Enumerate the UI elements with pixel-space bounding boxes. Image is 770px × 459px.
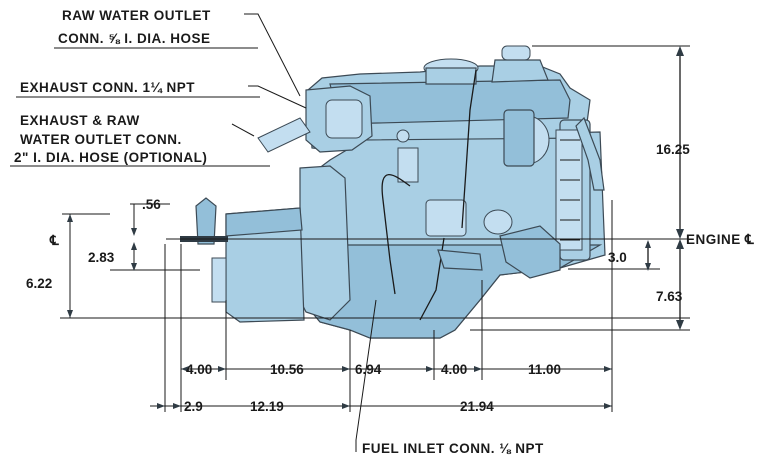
transmission-top <box>225 207 303 237</box>
dim-7-63-arrows <box>676 239 684 330</box>
dim-1056-text: 10.56 <box>270 362 304 377</box>
exhaust-elbow <box>257 117 311 153</box>
dim-763-text: 7.63 <box>656 289 683 304</box>
dim-400b-text: 4.00 <box>441 362 467 377</box>
fuel-pump <box>483 209 513 235</box>
exhaust-raw-label-line3: 2" I. DIA. HOSE (OPTIONAL) <box>14 150 207 165</box>
dim-30-text: 3.0 <box>608 250 627 265</box>
fuel-line <box>381 174 411 295</box>
fuel-inlet-leader <box>355 299 377 452</box>
injection-pump <box>425 199 467 237</box>
exhaust-leader <box>248 85 307 109</box>
engine-mount-front <box>437 249 483 271</box>
thermostat-housing <box>491 59 549 83</box>
engine-centerline-label: ENGINE ℄ <box>686 232 755 247</box>
fuel-filter-cap <box>396 129 410 143</box>
left-centerline-symbol: ℄ <box>49 233 60 248</box>
exhaust-raw-label-line1: EXHAUST & RAW <box>20 113 140 128</box>
pulley-ribs <box>560 139 580 241</box>
raw-water-label-line1: RAW WATER OUTLET <box>62 8 211 23</box>
fan-bracket <box>575 116 605 191</box>
raw-water-label-line2: CONN. ⅝ I. DIA. HOSE <box>58 31 211 46</box>
dim-056-text: .56 <box>142 197 161 212</box>
dim-1100-text: 11.00 <box>528 362 561 377</box>
dim-056-arrow <box>131 228 137 236</box>
pulley-belt <box>555 129 583 251</box>
alternator-body <box>503 109 535 167</box>
dim-1625-text: 16.25 <box>656 142 690 157</box>
breather-pipe <box>461 69 477 229</box>
dim-283-text: 2.83 <box>88 250 115 265</box>
exhaust-raw-label-line2: WATER OUTLET CONN. <box>20 132 182 147</box>
dim-283-arrows <box>131 242 137 271</box>
dim-694-text: 6.94 <box>355 362 382 377</box>
fuel-inlet-label: FUEL INLET CONN. ⅛ NPT <box>362 441 544 456</box>
callout-labels: RAW WATER OUTLET CONN. ⅝ I. DIA. HOSE EX… <box>14 8 755 456</box>
flywheel-housing <box>299 165 351 321</box>
dim-29-text: 2.9 <box>184 399 203 414</box>
dim-2194-text: 21.94 <box>460 399 494 414</box>
exhaust-raw-leader <box>231 123 255 137</box>
dim-622-text: 6.22 <box>26 276 52 291</box>
dimension-labels: .56 2.83 6.22 16.25 3.0 7.63 4.00 10.56 … <box>26 142 690 414</box>
dimension-lines <box>10 13 690 452</box>
dim-1219-text: 12.19 <box>250 399 284 414</box>
output-flange <box>211 257 227 303</box>
thermostat-cap <box>501 45 531 61</box>
dim-3-0-arrows <box>645 240 651 271</box>
manifold-cover <box>325 99 363 139</box>
fuel-filter <box>397 147 419 183</box>
raw-water-leader <box>244 13 301 97</box>
exhaust-conn-label: EXHAUST CONN. 1¼ NPT <box>20 80 195 95</box>
engine-illustration <box>180 45 606 339</box>
expansion-tank <box>425 67 477 85</box>
dim-400a-text: 4.00 <box>186 362 212 377</box>
